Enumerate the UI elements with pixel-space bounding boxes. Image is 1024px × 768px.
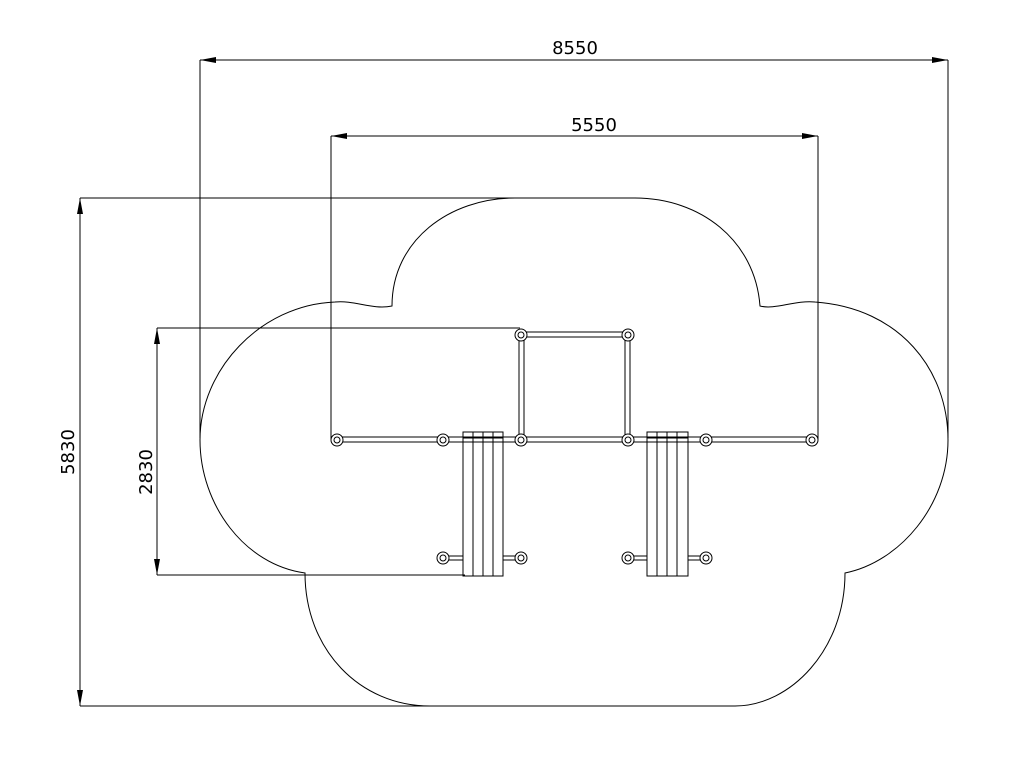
overall-height-label: 5830 (58, 429, 79, 475)
post (514, 328, 528, 342)
right-bench (628, 431, 706, 577)
inner-width-dimension: 5550 (330, 115, 819, 440)
inner-height-label: 2830 (136, 449, 157, 495)
post (621, 551, 635, 565)
post (805, 433, 819, 447)
post (514, 433, 528, 447)
post (699, 551, 713, 565)
post (436, 433, 450, 447)
post (621, 328, 635, 342)
post (514, 551, 528, 565)
safety-zone-outline (199, 197, 949, 707)
post (436, 551, 450, 565)
overall-width-dimension: 8550 (199, 38, 949, 438)
overall-width-label: 8550 (552, 38, 598, 59)
upper-frame (518, 331, 631, 440)
left-bench (443, 431, 521, 577)
post (621, 433, 635, 447)
posts (330, 328, 819, 565)
post (330, 433, 344, 447)
exercise-equipment (330, 328, 819, 577)
inner-height-dimension: 2830 (136, 327, 520, 576)
post (699, 433, 713, 447)
overall-height-dimension: 5830 (58, 197, 515, 707)
inner-width-label: 5550 (571, 115, 617, 136)
